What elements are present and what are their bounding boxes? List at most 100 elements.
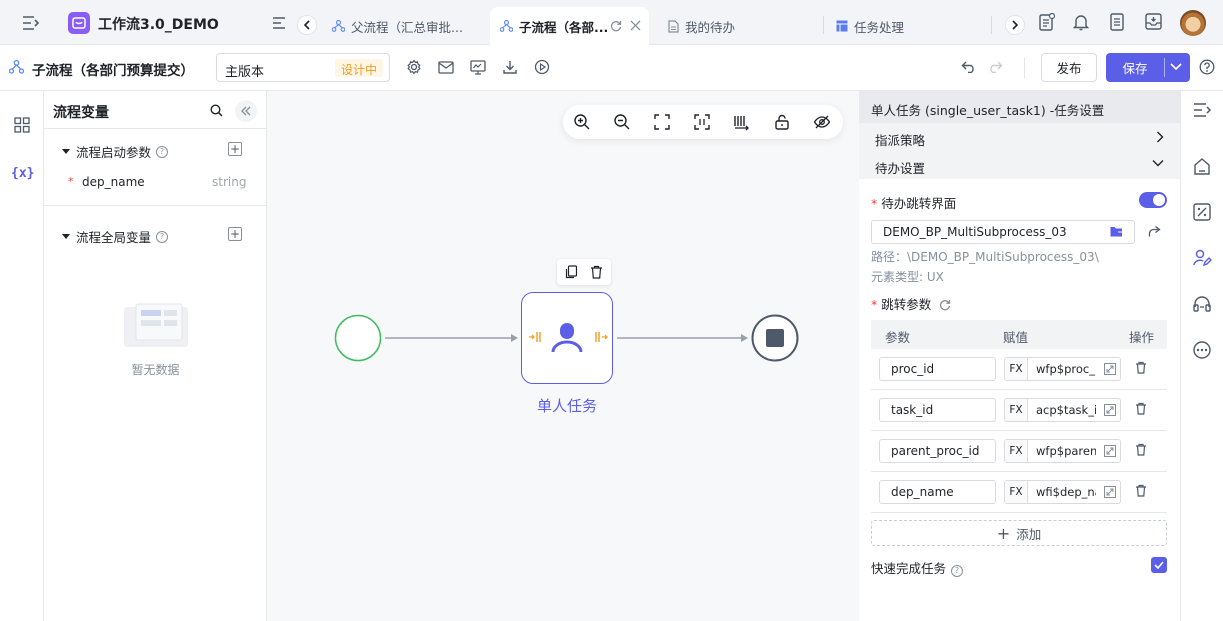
open-link-icon[interactable] [1147, 225, 1161, 238]
gear-icon[interactable] [405, 58, 423, 76]
tab-task-handling[interactable]: 任务处理 [836, 7, 976, 45]
tab-sub-process[interactable]: 子流程（各部... [490, 7, 649, 45]
hide-icon[interactable] [813, 113, 831, 131]
chevron-right-icon [1156, 131, 1164, 143]
zoom-in-icon[interactable] [573, 113, 591, 131]
variable-name[interactable]: dep_name [82, 175, 145, 189]
required-mark: * [68, 175, 74, 188]
param-name-input[interactable]: proc_id [879, 357, 996, 381]
menu-collapse-icon[interactable] [22, 15, 40, 31]
arrow-head [741, 334, 748, 342]
grid-icon[interactable] [14, 117, 30, 133]
param-value-input[interactable]: FX wfp$parent [1004, 439, 1121, 463]
outgoing-port-icon[interactable] [595, 331, 609, 343]
user-settings-icon[interactable] [1192, 248, 1214, 270]
play-icon[interactable] [533, 58, 551, 76]
help-icon[interactable]: ? [156, 145, 169, 158]
column-header: 操作 [1129, 330, 1155, 345]
auto-layout-icon[interactable] [733, 113, 751, 131]
incoming-port-icon[interactable] [528, 331, 542, 343]
section-label: 待办设置 [875, 161, 926, 176]
bell-icon[interactable] [1073, 13, 1089, 31]
param-value-input[interactable]: FX wfp$proc_i [1004, 357, 1121, 381]
close-icon[interactable] [630, 20, 641, 31]
fx-button[interactable]: FX [1005, 440, 1028, 462]
delete-icon[interactable] [1135, 402, 1147, 415]
expand-icon[interactable] [1104, 445, 1116, 457]
redo-icon[interactable] [986, 58, 1004, 76]
download-icon[interactable] [501, 58, 519, 76]
add-global-var-button[interactable]: + [228, 227, 242, 241]
version-select[interactable]: 主版本 设计中 [216, 53, 390, 82]
folder-icon[interactable] [1110, 226, 1123, 237]
flow-canvas[interactable]: 单人任务 [267, 91, 859, 621]
fx-button[interactable]: FX [1005, 481, 1028, 503]
column-header: 赋值 [1003, 330, 1029, 345]
todo-page-input[interactable]: DEMO_BP_MultiSubprocess_03 [871, 220, 1135, 244]
publish-button[interactable]: 发布 [1041, 53, 1097, 82]
task-settings-panel: 单人任务 (single_user_task1) -任务设置 指派策略 待办设置… [859, 91, 1180, 621]
global-vars-section[interactable]: 流程全局变量 ? [62, 227, 169, 246]
refresh-icon[interactable] [610, 20, 622, 32]
todo-settings-section[interactable]: 待办设置 [859, 151, 1180, 179]
tab-scroll-right-button[interactable] [1005, 15, 1025, 35]
column-header: 参数 [885, 330, 911, 345]
avatar[interactable] [1180, 10, 1206, 36]
save-label[interactable]: 保存 [1122, 61, 1148, 76]
notes-icon[interactable] [1110, 13, 1124, 31]
collapse-menu-icon[interactable] [1192, 101, 1214, 123]
variable-icon[interactable]: {x} [11, 166, 35, 181]
tab-my-todo[interactable]: 我的待办 [668, 7, 808, 45]
undo-icon[interactable] [960, 58, 978, 76]
delete-icon[interactable] [1135, 443, 1147, 456]
inbox-icon[interactable] [1145, 13, 1162, 30]
help-icon[interactable] [1199, 59, 1215, 75]
fullscreen-icon[interactable] [653, 113, 671, 131]
delete-icon[interactable] [590, 265, 603, 279]
start-event[interactable] [334, 314, 382, 362]
param-value-input[interactable]: FX acp$task_ic [1004, 398, 1121, 422]
mail-icon[interactable] [437, 58, 455, 76]
expand-icon[interactable] [1104, 363, 1116, 375]
copy-icon[interactable] [565, 265, 578, 279]
task-list-icon[interactable] [1039, 13, 1055, 31]
help-icon[interactable]: ? [951, 564, 964, 577]
more-icon[interactable] [1192, 340, 1214, 362]
unlock-icon[interactable] [773, 113, 791, 131]
todo-jump-label: *待办跳转界面 [871, 196, 957, 211]
expand-icon[interactable] [1104, 486, 1116, 498]
param-name-input[interactable]: task_id [879, 398, 996, 422]
fx-button[interactable]: FX [1005, 358, 1028, 380]
add-param-button[interactable]: + 添加 [871, 520, 1167, 546]
expand-icon[interactable] [1104, 404, 1116, 416]
delete-icon[interactable] [1135, 361, 1147, 374]
headset-icon[interactable] [1192, 294, 1214, 316]
tab-scroll-left-button[interactable] [297, 15, 317, 35]
add-start-param-button[interactable]: + [228, 142, 242, 156]
refresh-icon[interactable] [939, 299, 951, 311]
fit-view-icon[interactable] [693, 113, 711, 131]
todo-jump-toggle[interactable] [1139, 192, 1167, 208]
param-value-input[interactable]: FX wfi$dep_na [1004, 480, 1121, 504]
delete-icon[interactable] [1135, 484, 1147, 497]
tab-list-icon[interactable] [272, 17, 286, 29]
save-button[interactable]: 保存 [1106, 53, 1190, 82]
percent-icon[interactable] [1192, 202, 1214, 224]
single-user-task-node[interactable] [521, 292, 613, 384]
zoom-out-icon[interactable] [613, 113, 631, 131]
assign-strategy-section[interactable]: 指派策略 [859, 123, 1180, 151]
home-icon[interactable] [1192, 156, 1214, 178]
chevron-down-icon[interactable] [1169, 61, 1183, 73]
empty-illustration [122, 301, 192, 349]
fx-button[interactable]: FX [1005, 399, 1028, 421]
task-label[interactable]: 单人任务 [536, 397, 597, 415]
monitor-icon[interactable] [469, 58, 487, 76]
param-name-input[interactable]: dep_name [879, 480, 996, 504]
search-icon[interactable] [210, 104, 223, 117]
collapse-panel-icon[interactable] [235, 100, 257, 122]
quick-complete-checkbox[interactable] [1151, 557, 1167, 573]
help-icon[interactable]: ? [156, 230, 169, 243]
param-name-input[interactable]: parent_proc_id [879, 439, 996, 463]
tab-parent-process[interactable]: 父流程（汇总审批... [330, 7, 480, 45]
start-params-section[interactable]: 流程启动参数 ? [62, 142, 169, 161]
